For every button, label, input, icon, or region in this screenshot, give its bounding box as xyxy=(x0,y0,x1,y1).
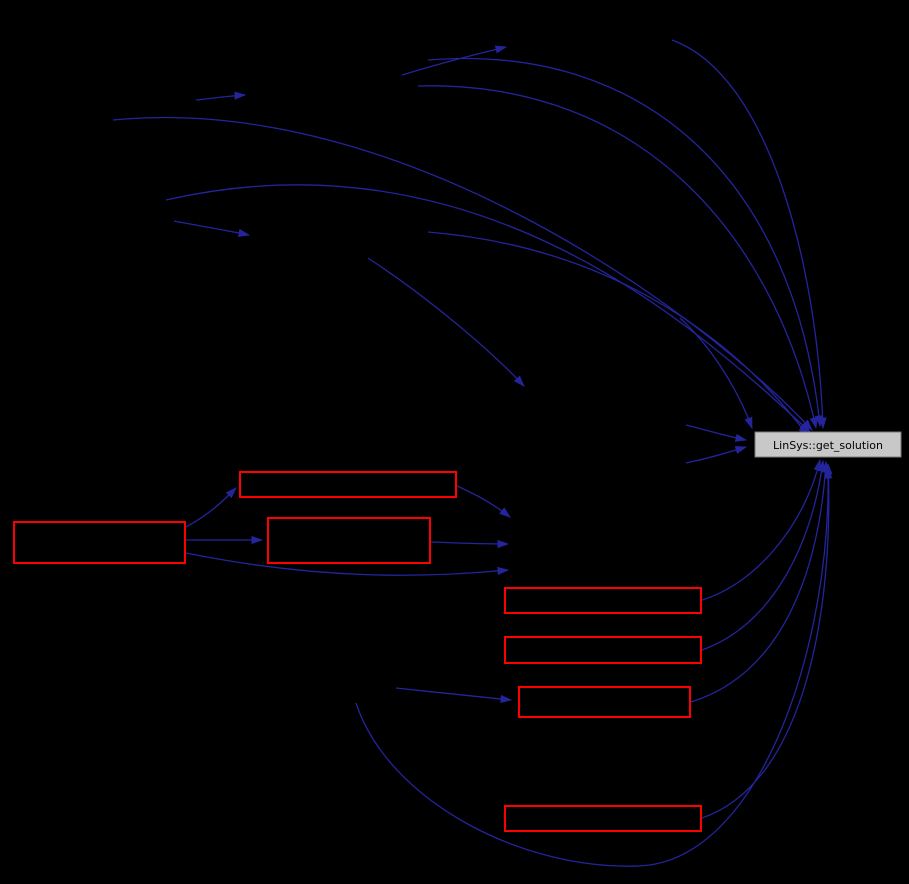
edge xyxy=(685,446,748,464)
edge xyxy=(395,687,513,704)
edge xyxy=(427,57,823,428)
edge xyxy=(685,424,748,442)
edge xyxy=(456,485,511,518)
caller-nodes xyxy=(13,471,702,832)
caller-node[interactable] xyxy=(504,636,702,664)
edge xyxy=(355,466,833,867)
edge xyxy=(195,91,247,101)
edge xyxy=(367,257,525,387)
edge xyxy=(165,184,811,433)
edge xyxy=(679,317,753,430)
caller-node[interactable] xyxy=(13,521,186,564)
current-node-label: LinSys::get_solution xyxy=(773,439,883,452)
edge xyxy=(701,458,822,601)
edge xyxy=(112,116,813,431)
caller-node[interactable] xyxy=(267,517,431,564)
edge xyxy=(185,487,237,528)
edge xyxy=(690,460,830,703)
edge xyxy=(427,231,809,437)
edge xyxy=(701,459,826,651)
caller-node[interactable] xyxy=(518,686,691,718)
edge xyxy=(185,552,510,576)
caller-node[interactable] xyxy=(504,805,702,832)
call-graph-edges xyxy=(112,39,833,867)
edge xyxy=(401,45,508,76)
edge xyxy=(430,539,510,549)
current-node: LinSys::get_solution xyxy=(754,431,902,458)
caller-node[interactable] xyxy=(504,587,702,614)
edge xyxy=(173,220,251,237)
caller-node[interactable] xyxy=(239,471,457,498)
edge xyxy=(417,85,818,430)
current-node-box xyxy=(754,431,902,458)
edge xyxy=(671,39,827,430)
edge xyxy=(701,462,833,819)
